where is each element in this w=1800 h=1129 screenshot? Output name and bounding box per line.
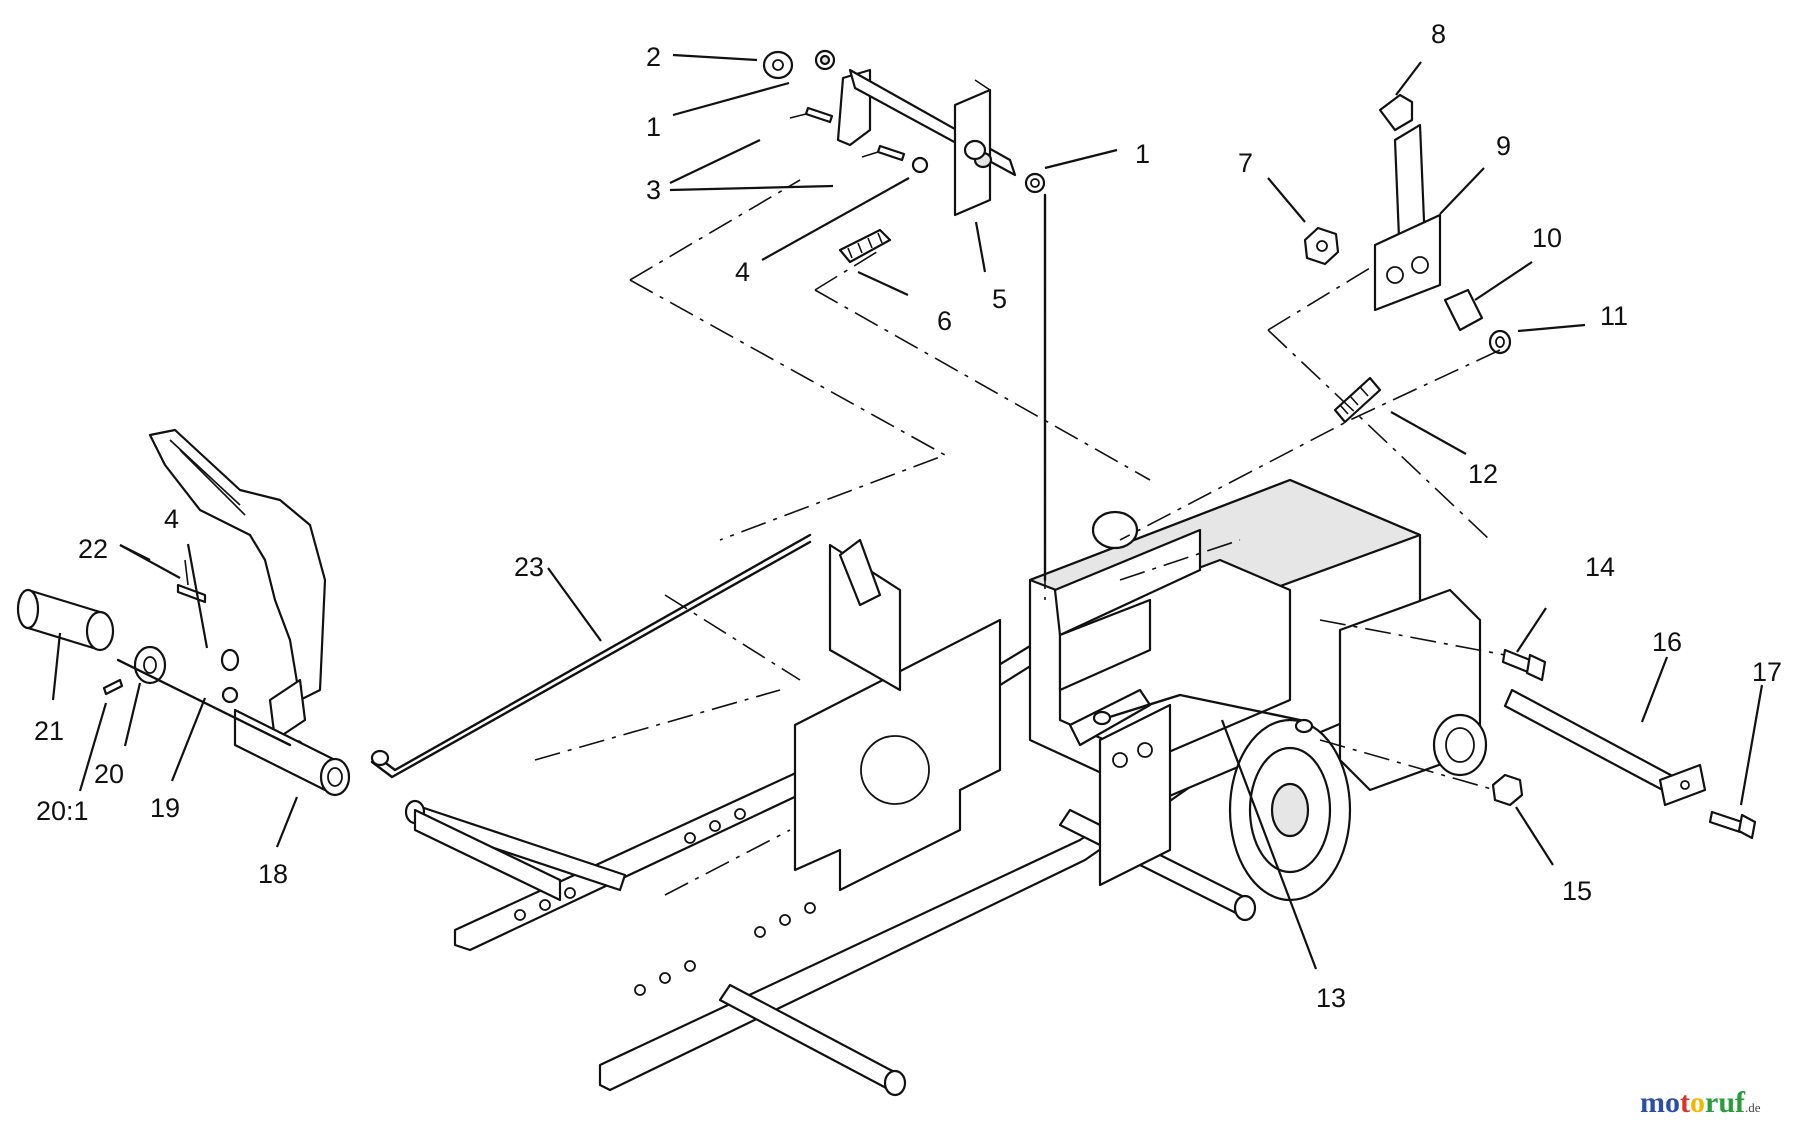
- callout-labels: 2 1 3 4 5 6 1 8 7 9 10 11 12 22 4 23 21 …: [34, 19, 1782, 1013]
- callout-12: 12: [1468, 459, 1498, 489]
- upper-lever-assembly: [762, 49, 1047, 582]
- watermark-text: motoruf.de: [1640, 1086, 1761, 1119]
- callout-4-lower: 4: [164, 504, 179, 534]
- part-13-linkage-rod: [1092, 693, 1314, 734]
- pedal-assembly: [16, 428, 351, 797]
- callout-5: 5: [992, 284, 1007, 314]
- callout-20-1: 20:1: [36, 796, 89, 826]
- callout-7: 7: [1238, 148, 1253, 178]
- part-23-rod: [370, 533, 812, 779]
- callout-2: 2: [646, 42, 661, 72]
- callout-23: 23: [514, 552, 544, 582]
- callout-3: 3: [646, 175, 661, 205]
- callout-13: 13: [1316, 983, 1346, 1013]
- callout-18: 18: [258, 859, 288, 889]
- assembly-guide-lines: [534, 179, 1506, 896]
- callout-22: 22: [78, 534, 108, 564]
- upper-right-lever-assembly: [1303, 93, 1512, 424]
- callout-20: 20: [94, 759, 124, 789]
- callout-9: 9: [1496, 131, 1511, 161]
- frame-holes: [514, 808, 816, 996]
- callout-8: 8: [1431, 19, 1446, 49]
- callout-21: 21: [34, 716, 64, 746]
- callout-11: 11: [1600, 301, 1628, 331]
- center-mount-plate: [793, 538, 1002, 892]
- callout-17: 17: [1752, 657, 1782, 687]
- leader-lines: [51, 53, 1764, 970]
- callout-16: 16: [1652, 627, 1682, 657]
- callout-15: 15: [1562, 876, 1592, 906]
- lower-shaft: [413, 808, 562, 902]
- callout-1-right: 1: [1135, 139, 1150, 169]
- callout-4-upper: 4: [735, 257, 750, 287]
- callout-1-upper: 1: [646, 112, 661, 142]
- watermark-logo: motoruf.de: [1640, 1086, 1761, 1119]
- callout-14: 14: [1585, 552, 1615, 582]
- callout-6: 6: [937, 306, 952, 336]
- right-side-parts: [1491, 648, 1757, 840]
- callout-10: 10: [1532, 223, 1562, 253]
- callout-19: 19: [150, 793, 180, 823]
